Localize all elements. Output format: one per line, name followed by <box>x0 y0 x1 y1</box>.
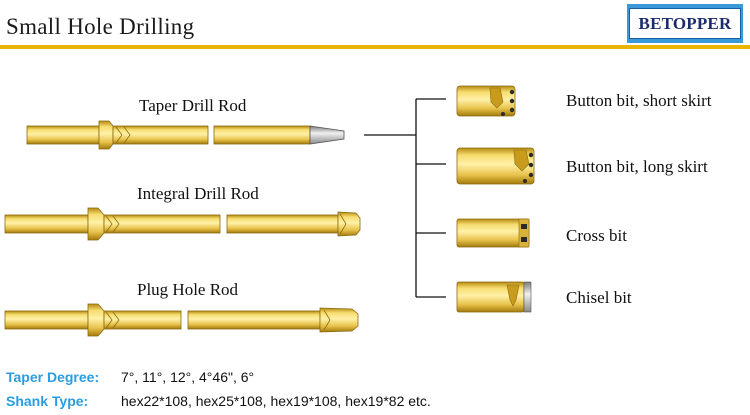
chisel-bit <box>456 281 532 313</box>
rod-collar <box>98 120 114 150</box>
taper-degree-value: 7°, 11°, 12°, 4°46", 6° <box>121 369 255 385</box>
bit-bracket <box>364 98 446 298</box>
brand-logo-text: BETOPPER <box>629 8 741 39</box>
cross-bit <box>456 218 530 248</box>
taper-drill-rod <box>26 120 345 150</box>
button-bit-long-skirt-label: Button bit, long skirt <box>566 157 708 176</box>
brand-logo: BETOPPER <box>627 4 743 43</box>
integral-drill-rod <box>4 207 361 241</box>
plug-hole-rod-label: Plug Hole Rod <box>137 280 239 299</box>
taper-degree-row: Taper Degree: 7°, 11°, 12°, 4°46", 6° <box>6 369 706 385</box>
title-underline <box>0 45 750 49</box>
taper-degree-label: Taper Degree: <box>6 369 100 385</box>
cross-bit-label: Cross bit <box>566 226 627 245</box>
shank-type-row: Shank Type: hex22*108, hex25*108, hex19*… <box>6 393 706 409</box>
page-title: Small Hole Drilling <box>6 14 195 39</box>
plug-bit-head <box>319 307 359 333</box>
chisel-bit-label: Chisel bit <box>566 288 632 307</box>
shank-type-value: hex22*108, hex25*108, hex19*108, hex19*8… <box>121 393 431 409</box>
integral-bit-head <box>337 211 361 237</box>
button-bit-long-skirt <box>456 147 535 185</box>
rod-collar <box>87 207 105 241</box>
plug-hole-rod <box>4 303 359 337</box>
button-bit-short-skirt-label: Button bit, short skirt <box>566 91 712 110</box>
taper-end <box>309 125 345 145</box>
button-bit-short-skirt <box>456 85 516 117</box>
shank-type-label: Shank Type: <box>6 393 89 409</box>
rod-collar <box>87 303 105 337</box>
taper-drill-rod-label: Taper Drill Rod <box>139 96 247 115</box>
integral-drill-rod-label: Integral Drill Rod <box>137 184 259 203</box>
